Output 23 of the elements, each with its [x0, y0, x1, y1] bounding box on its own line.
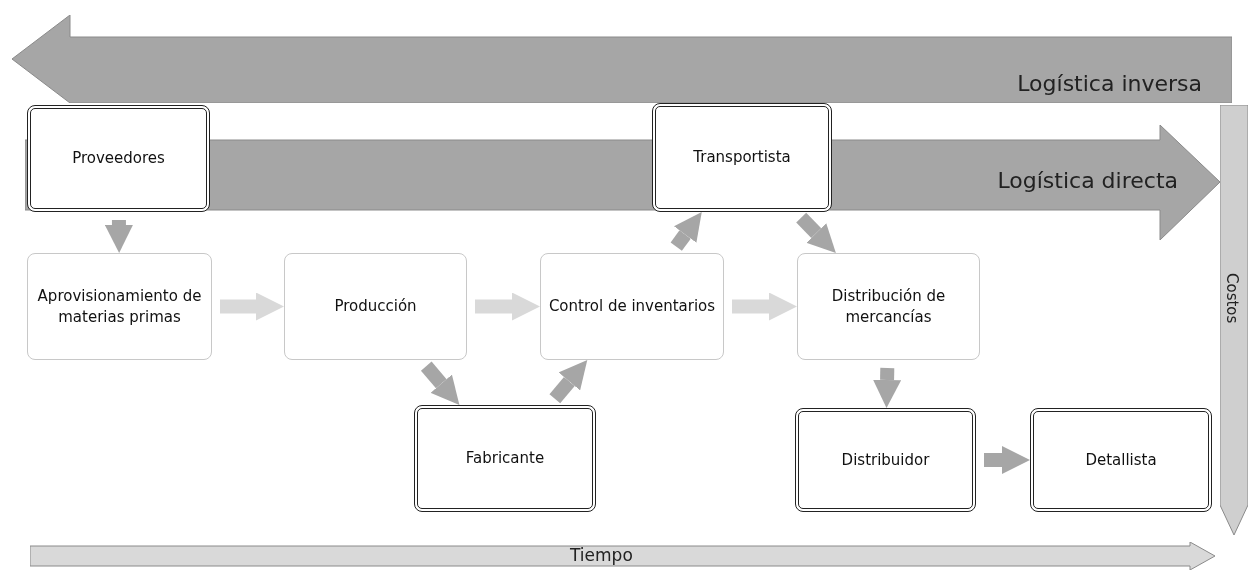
process-box: Producción: [284, 253, 467, 360]
arrow: [796, 212, 836, 253]
process-box: Distribución de mercancías: [797, 253, 980, 360]
band-label: Logística directa: [997, 168, 1178, 193]
arrow: [420, 361, 460, 405]
arrow: [984, 446, 1030, 474]
actor-box: Transportista: [652, 103, 832, 212]
process-box: Aprovisionamiento de materias primas: [27, 253, 212, 360]
arrow: [104, 219, 133, 253]
arrow: [732, 292, 797, 321]
arrow: [873, 367, 902, 408]
actor-box: Detallista: [1030, 408, 1212, 512]
process-box: Control de inventarios: [540, 253, 724, 360]
arrow: [220, 292, 284, 321]
arrow: [549, 360, 588, 404]
actor-box: Distribuidor: [795, 408, 976, 512]
arrow: [475, 292, 540, 321]
arrow: [670, 212, 702, 251]
band-label: Costos: [1223, 273, 1241, 324]
actor-box: Proveedores: [27, 105, 210, 212]
band-label: Tiempo: [570, 545, 633, 565]
band-label: Logística inversa: [1017, 71, 1202, 96]
actor-box: Fabricante: [414, 405, 596, 512]
